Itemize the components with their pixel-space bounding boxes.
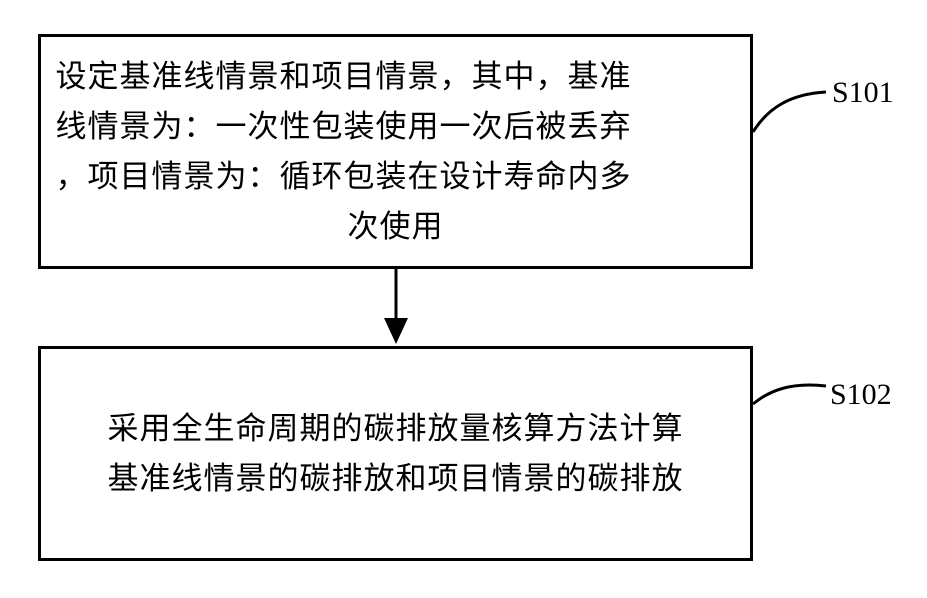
step-s102-line-1: 采用全生命周期的碳排放量核算方法计算 [108, 411, 684, 447]
step-text-s102: 采用全生命周期的碳排放量核算方法计算 基准线情景的碳排放和项目情景的碳排放 [56, 404, 736, 504]
step-box-s101: 设定基准线情景和项目情景，其中，基准 线情景为：一次性包装使用一次后被丢弃 ，项… [38, 34, 753, 269]
flow-arrow-head [384, 318, 408, 344]
step-text-s101: 设定基准线情景和项目情景，其中，基准 线情景为：一次性包装使用一次后被丢弃 ，项… [56, 52, 736, 252]
leader-line-s102 [753, 385, 826, 404]
step-s102-line-2: 基准线情景的碳排放和项目情景的碳排放 [108, 461, 684, 497]
step-s101-line-3: ，项目情景为：循环包装在设计寿命内多 [56, 159, 632, 195]
step-s101-line-2: 线情景为：一次性包装使用一次后被丢弃 [56, 109, 632, 145]
step-label-s101: S101 [832, 78, 894, 108]
step-box-s102: 采用全生命周期的碳排放量核算方法计算 基准线情景的碳排放和项目情景的碳排放 [38, 346, 753, 561]
step-s101-line-4: 次使用 [56, 202, 736, 252]
step-label-s102: S102 [830, 380, 892, 410]
leader-line-s101 [753, 92, 826, 132]
step-s101-line-1: 设定基准线情景和项目情景，其中，基准 [56, 59, 632, 95]
